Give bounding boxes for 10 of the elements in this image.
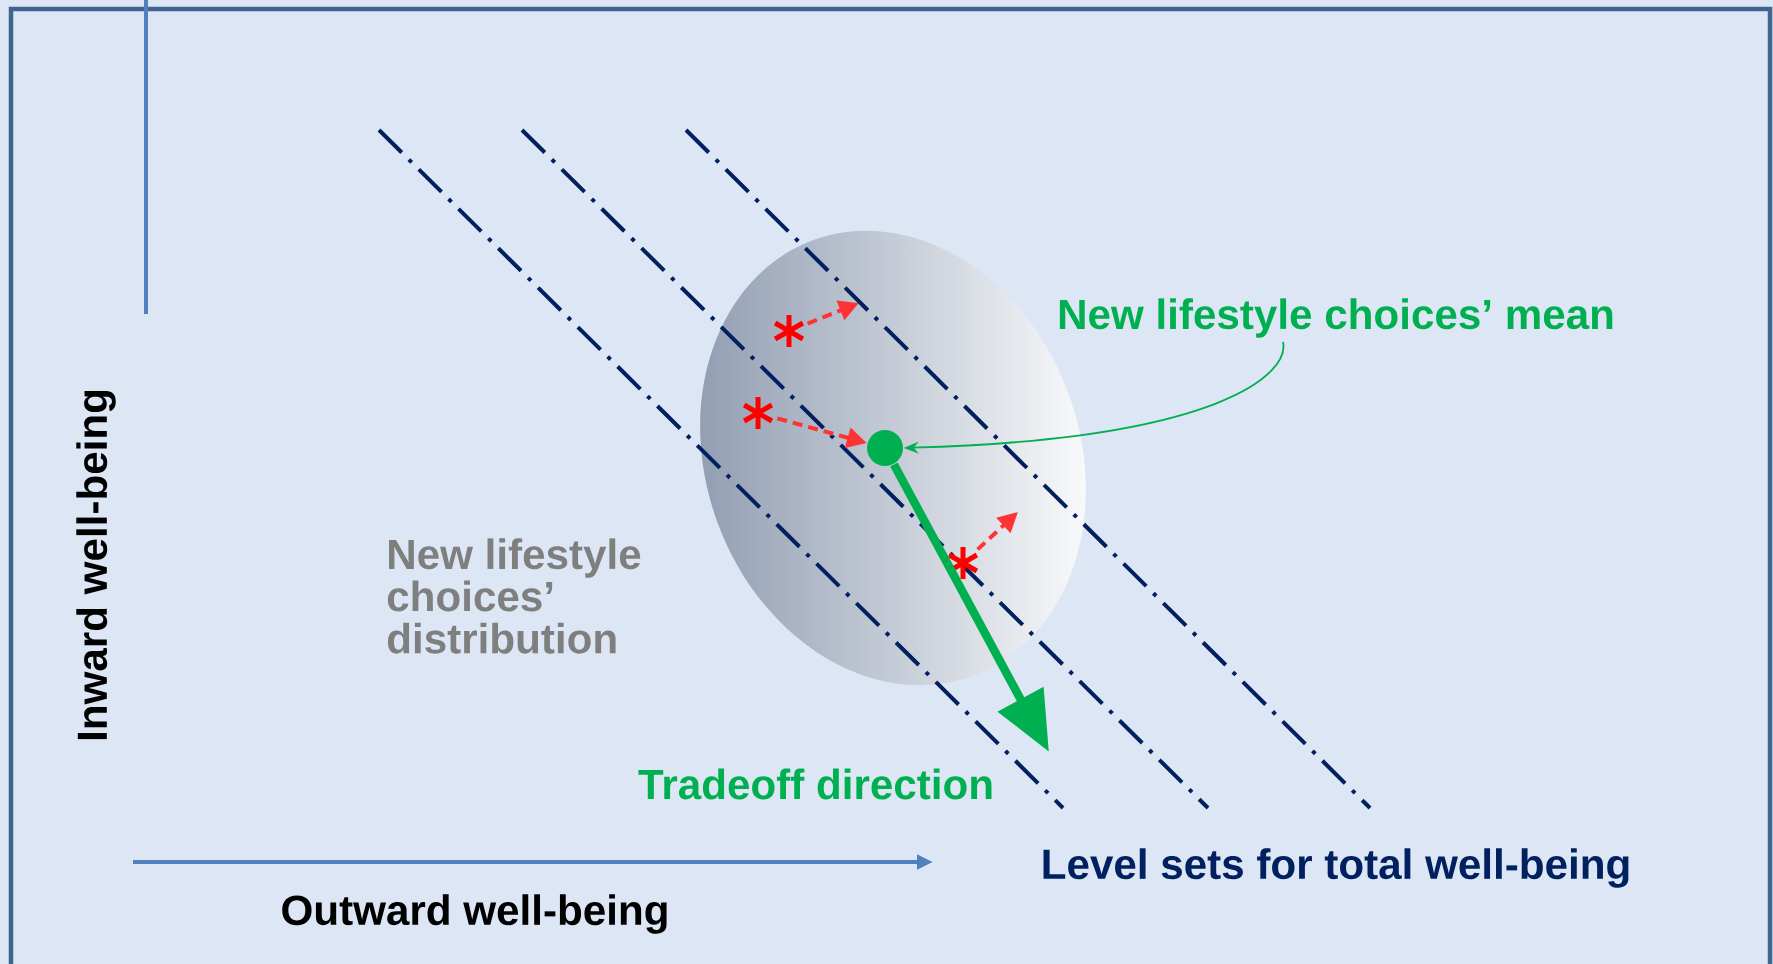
asterisk-mark <box>741 394 775 432</box>
mean-dot <box>867 430 903 466</box>
direction-label: Tradeoff direction <box>638 768 992 800</box>
axis-label: Outward well-being <box>282 894 667 934</box>
axis-label: Inward well-being <box>76 390 116 740</box>
level-set-label: Level sets for total well-being <box>1043 848 1629 888</box>
callout-text: New lifestyle choices’ mean <box>1059 298 1613 338</box>
distribution-label: New lifestyle choices’ distribution <box>387 538 641 654</box>
asterisk-mark <box>772 312 806 350</box>
asterisk-mark <box>946 544 980 582</box>
